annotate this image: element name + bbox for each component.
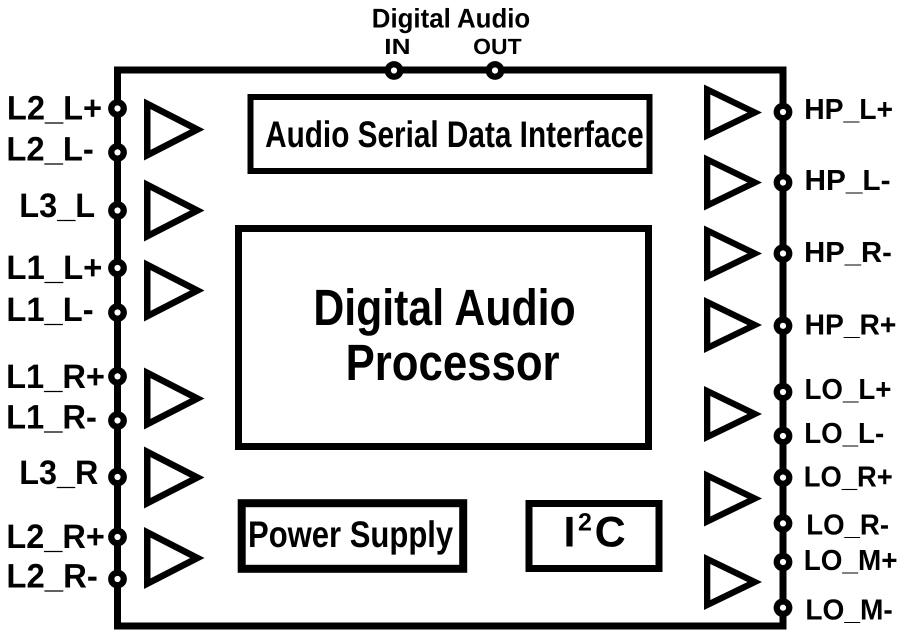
svg-text:L3_R: L3_R: [19, 454, 98, 492]
svg-text:HP_L+: HP_L+: [804, 94, 893, 126]
svg-text:L1_L+: L1_L+: [6, 249, 102, 287]
svg-text:IN: IN: [384, 34, 410, 59]
svg-text:L2_L+: L2_L+: [7, 90, 102, 128]
svg-text:OUT: OUT: [473, 34, 522, 59]
svg-text:L1_R-: L1_R-: [6, 398, 97, 436]
svg-text:L1_L-: L1_L-: [6, 291, 93, 329]
svg-text:I2C: I2C: [564, 509, 629, 557]
svg-text:LO_L+: LO_L+: [805, 374, 892, 406]
svg-text:LO_R+: LO_R+: [804, 462, 893, 494]
svg-text:L2_R-: L2_R-: [6, 557, 97, 595]
svg-text:LO_L-: LO_L-: [804, 418, 884, 450]
svg-text:Audio Serial Data Interface: Audio Serial Data Interface: [265, 114, 644, 155]
svg-text:L1_R+: L1_R+: [6, 358, 105, 396]
svg-text:HP_L-: HP_L-: [805, 165, 891, 197]
svg-text:L2_L-: L2_L-: [6, 131, 93, 169]
svg-text:Digital Audio: Digital Audio: [313, 279, 575, 336]
svg-text:LO_M+: LO_M+: [804, 545, 898, 577]
svg-text:L2_R+: L2_R+: [6, 518, 104, 556]
svg-text:Processor: Processor: [346, 334, 560, 391]
svg-text:LO_R-: LO_R-: [806, 510, 889, 542]
svg-text:HP_R-: HP_R-: [804, 237, 892, 269]
svg-text:HP_R+: HP_R+: [805, 310, 897, 342]
svg-text:LO_M-: LO_M-: [805, 595, 892, 627]
svg-text:Digital Audio: Digital Audio: [372, 4, 530, 34]
svg-text:L3_L: L3_L: [19, 187, 95, 225]
svg-text:Power Supply: Power Supply: [248, 514, 453, 555]
